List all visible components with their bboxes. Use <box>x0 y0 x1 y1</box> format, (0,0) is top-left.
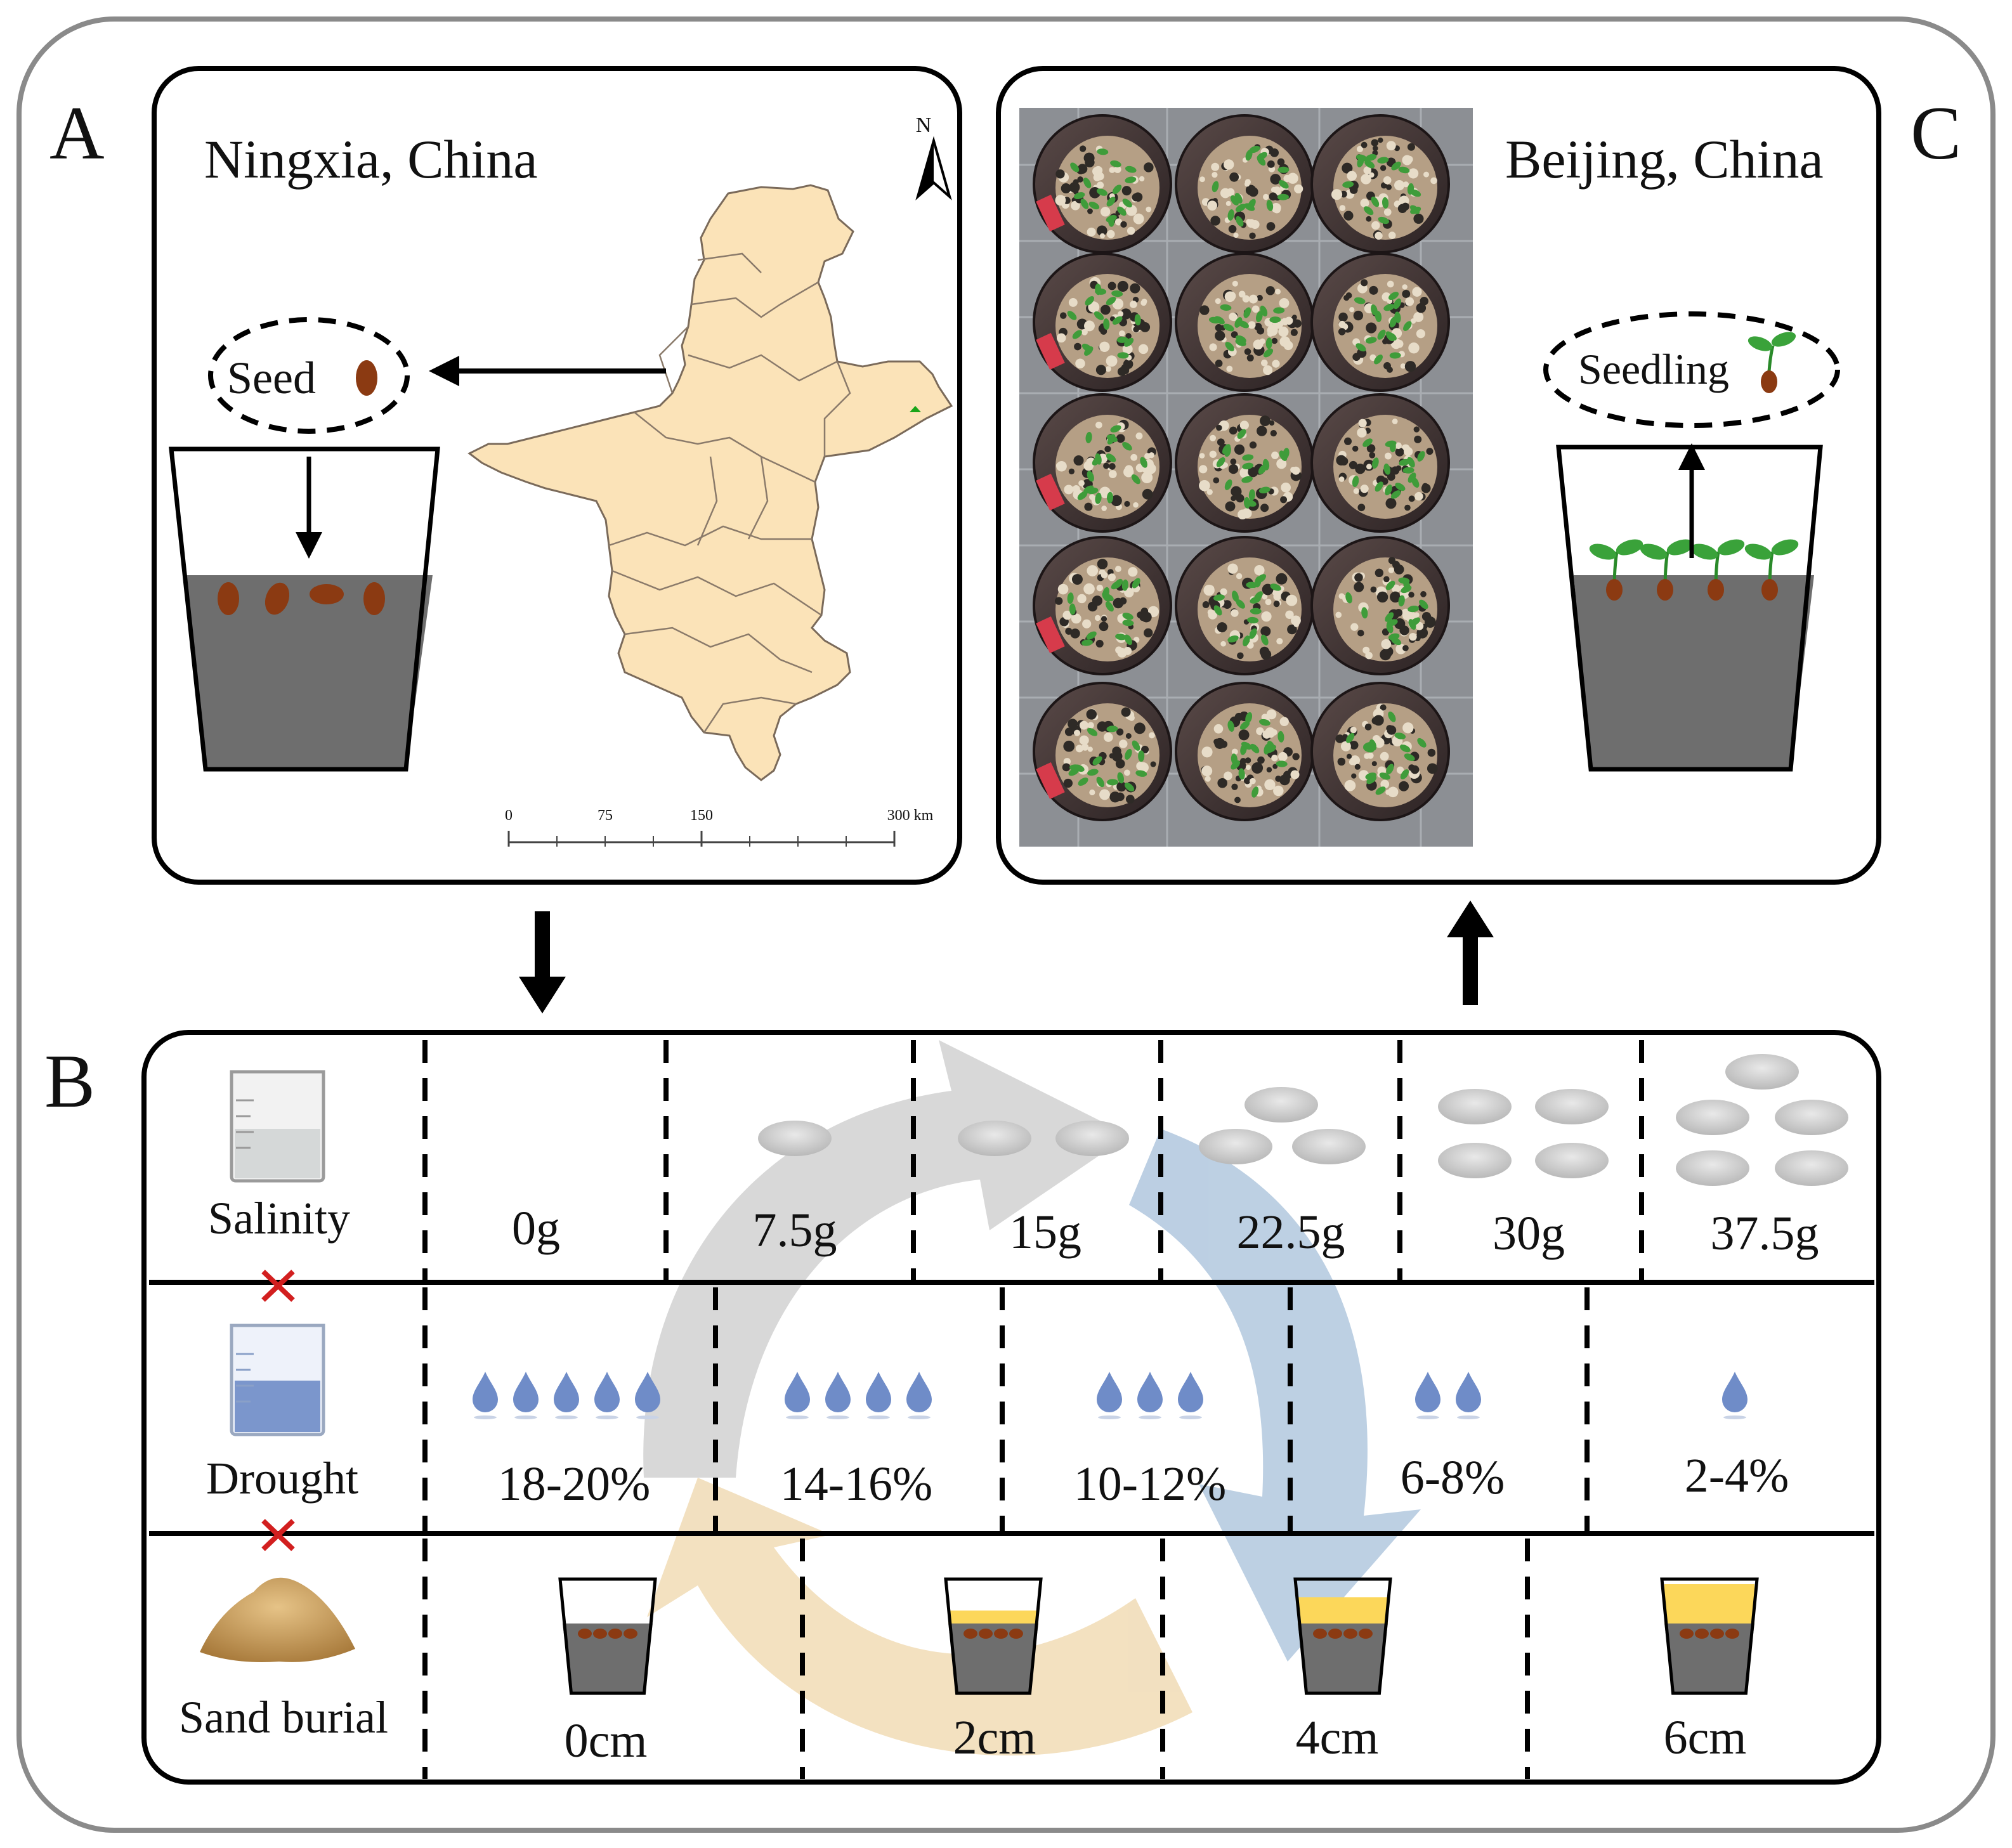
sand-burial-pots <box>558 1577 1759 1695</box>
seedling-icon <box>1589 539 1643 601</box>
photo-pot <box>1175 393 1314 533</box>
water-drop-icon <box>513 1372 539 1412</box>
row-label-salinity: Salinity <box>208 1193 350 1244</box>
salinity-value: 30g <box>1493 1207 1565 1260</box>
seed-icon <box>356 360 377 396</box>
panel-c-location: Beijing, China <box>1505 129 1824 190</box>
panel-c-letter: C <box>1911 91 1961 175</box>
water-drop-icon <box>1178 1372 1203 1412</box>
salinity-beaker-icon <box>230 1070 325 1183</box>
water-drop-icon <box>825 1372 851 1412</box>
seed-dashed-ellipse <box>208 317 410 434</box>
ningxia-map <box>467 184 953 781</box>
seedling-icon <box>1747 332 1796 393</box>
svg-text:N: N <box>916 114 932 137</box>
water-drop-icon <box>906 1372 932 1412</box>
water-drop-icon <box>1137 1372 1163 1412</box>
drought-value: 18-20% <box>498 1457 651 1511</box>
scale-label-150: 150 <box>690 807 713 824</box>
water-drops <box>473 1372 1747 1419</box>
sand-burial-pot <box>1293 1577 1392 1695</box>
photo-pot <box>1310 536 1450 675</box>
drought-value: 14-16% <box>780 1457 933 1511</box>
seedling-emergence-pot <box>1556 443 1823 772</box>
photo-pot <box>1175 682 1314 821</box>
seed-sowing-pot <box>169 446 440 772</box>
column-dividers <box>422 1040 1644 1779</box>
drought-value: 6-8% <box>1401 1451 1505 1504</box>
drought-beaker-icon <box>230 1324 325 1436</box>
water-drop-icon <box>866 1372 891 1412</box>
photo-pot <box>1033 536 1172 675</box>
photo-pot <box>1033 114 1172 254</box>
photo-pot <box>1033 682 1172 821</box>
water-drop-icon <box>1097 1372 1122 1412</box>
seedling-dashed-ellipse <box>1543 311 1840 428</box>
panel-a-location: Ningxia, China <box>204 129 538 190</box>
seedling-label: Seedling <box>1578 345 1729 393</box>
panel-a-letter: A <box>49 91 105 175</box>
water-drop-icon <box>594 1372 620 1412</box>
drought-value: 10-12% <box>1074 1457 1227 1511</box>
water-drop-icon <box>1456 1372 1481 1412</box>
photo-pot <box>1310 114 1450 254</box>
seed-label: Seed <box>227 353 316 403</box>
sand-burial-value: 0cm <box>565 1714 648 1767</box>
salinity-value: 0g <box>512 1202 560 1255</box>
drought-value: 2-4% <box>1685 1449 1789 1502</box>
sand-pile-icon <box>200 1577 355 1662</box>
cross-icon <box>261 1270 295 1302</box>
sand-burial-value: 4cm <box>1296 1711 1379 1764</box>
seedling-icon <box>1640 539 1694 601</box>
panel-b-box <box>141 1030 1881 1785</box>
salt-piles <box>758 1054 1848 1186</box>
sand-burial-pot <box>558 1577 657 1695</box>
photo-pot <box>1033 252 1172 392</box>
salinity-value: 15g <box>1009 1206 1081 1259</box>
salinity-value: 22.5g <box>1237 1206 1345 1259</box>
north-arrow-icon: N <box>915 114 952 200</box>
salinity-value: 7.5g <box>753 1204 837 1257</box>
photo-pot <box>1033 393 1172 533</box>
water-drop-icon <box>473 1372 498 1412</box>
water-drop-icon <box>635 1372 660 1412</box>
sand-burial-value: 2cm <box>953 1711 1036 1764</box>
scale-label-300: 300 km <box>887 807 934 824</box>
photo-pot <box>1310 393 1450 533</box>
water-drop-icon <box>554 1372 579 1412</box>
cross-icon <box>261 1519 295 1551</box>
seedling-icon <box>1690 539 1745 601</box>
water-drop-icon <box>1415 1372 1440 1412</box>
photo-pot <box>1310 682 1450 821</box>
photo-pot <box>1310 252 1450 392</box>
sand-burial-value: 6cm <box>1664 1711 1747 1764</box>
scale-label-75: 75 <box>598 807 613 824</box>
water-drop-icon <box>1722 1372 1747 1412</box>
panel-b-letter: B <box>44 1039 95 1123</box>
seedling-icon <box>1744 539 1799 601</box>
row-label-drought: Drought <box>206 1453 358 1504</box>
sand-burial-pot <box>1660 1577 1759 1695</box>
scale-label-0: 0 <box>505 807 513 824</box>
row-label-sand-burial: Sand burial <box>179 1692 388 1743</box>
map-scale-bar: 0 75 150 300 km <box>505 807 934 847</box>
seedling-pots-photo <box>1019 108 1473 847</box>
salinity-value: 37.5g <box>1711 1207 1819 1260</box>
photo-pot <box>1175 114 1314 254</box>
arrow-b-to-c <box>1447 901 1494 1005</box>
arrow-a-to-b <box>519 911 566 1013</box>
water-drop-icon <box>785 1372 810 1412</box>
photo-pot <box>1175 252 1314 392</box>
photo-pot <box>1175 536 1314 675</box>
sand-burial-pot <box>944 1577 1043 1695</box>
